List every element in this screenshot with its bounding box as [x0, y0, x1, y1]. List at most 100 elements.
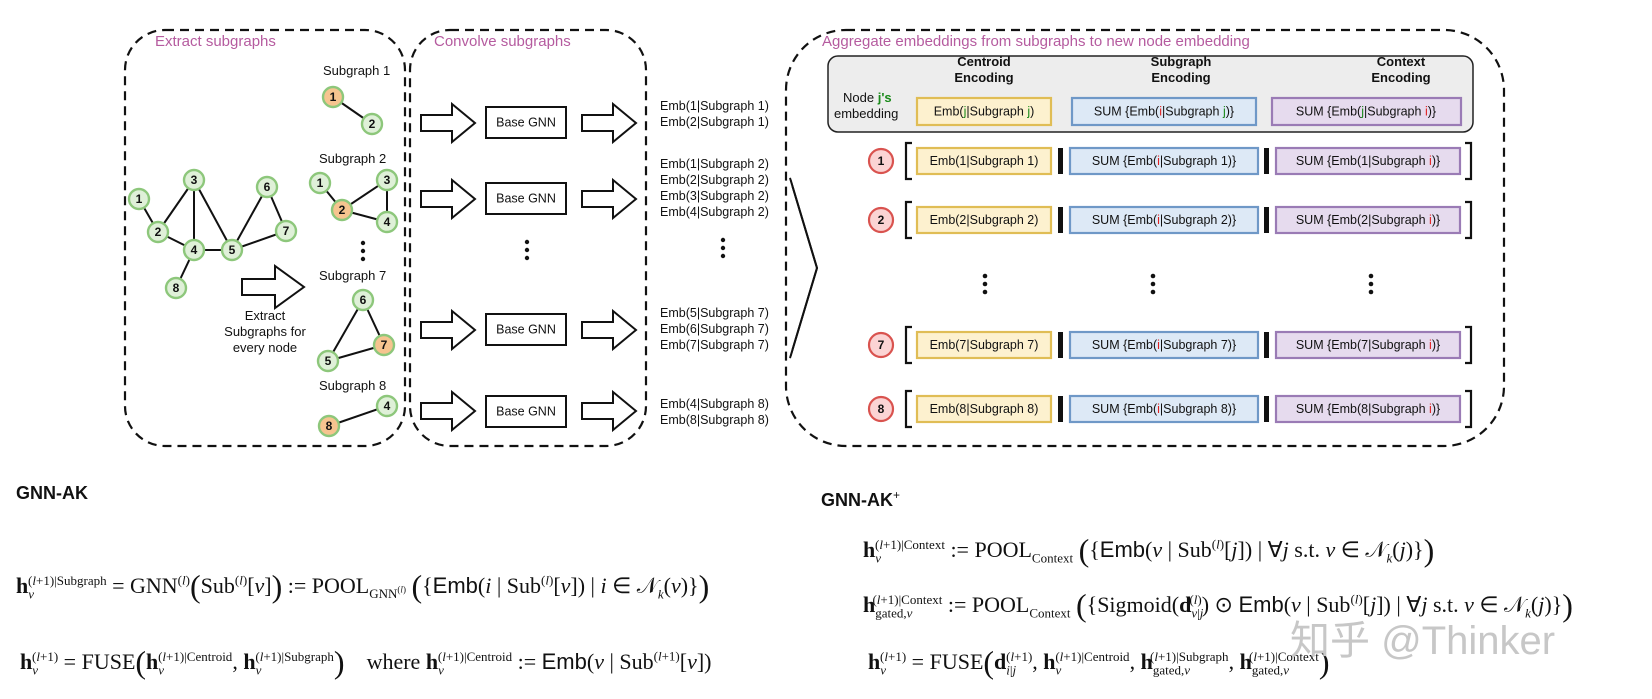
svg-text:2: 2 [339, 203, 346, 217]
subgraph-legend-box [1070, 96, 1258, 127]
extract-title: Extract subgraphs [155, 33, 276, 50]
gnn-row-1: Base GNN [420, 101, 638, 145]
context-legend-box [1270, 96, 1463, 127]
subgraph-8: Subgraph 8 4 8 [317, 378, 399, 438]
node-label: 8 [173, 281, 180, 295]
context-text: SUM {Emb(1|Subgraph i)} [1296, 154, 1440, 168]
equation-fuse: hv(l+1) = FUSE(hv(l+1)|Centroid, hv(l+1)… [20, 644, 712, 680]
separator-bar [1264, 148, 1269, 174]
subgraph-box [1068, 205, 1260, 235]
node-label: 2 [155, 225, 162, 239]
base-gnn-label: Base GNN [496, 323, 556, 337]
subgraph-box [1068, 146, 1260, 176]
separator-bar [1058, 332, 1063, 358]
context-text: SUM {Emb(2|Subgraph i)} [1296, 213, 1440, 227]
graph-node [274, 219, 298, 243]
graph-node [164, 276, 188, 300]
architecture-diagram: Extract subgraphs Convolve subgraphs Agg… [123, 28, 1506, 448]
node-label: 4 [191, 243, 198, 257]
arrow-icon [420, 308, 477, 352]
separator-bar [1058, 207, 1063, 233]
svg-text:Context: Context [1377, 54, 1426, 69]
centroid-box [915, 205, 1053, 235]
arrow-icon [420, 389, 477, 433]
vertical-dots-icon [982, 273, 1374, 295]
subgraph-2: Subgraph 2 1 3 2 4 [308, 151, 399, 234]
vertical-dots-icon [524, 239, 530, 261]
base-gnn-box [485, 395, 567, 428]
extract-caption: Subgraphs for [224, 324, 306, 339]
centroid-text: Emb(7|Subgraph 7) [930, 338, 1039, 352]
full-graph: 1 2 3 4 5 6 7 8 [127, 168, 298, 300]
left-bracket [904, 325, 912, 365]
subgraph-7: Subgraph 7 6 5 7 [316, 268, 396, 373]
subgraph-title: Subgraph 7 [319, 268, 386, 283]
convolve-panel [408, 28, 648, 448]
separator-bar [1058, 396, 1063, 422]
subgraph-text: SUM {Emb(i|Subgraph 7)} [1092, 338, 1236, 352]
subgraph-text: SUM {Emb(i|Subgraph 8)} [1092, 402, 1236, 416]
subgraph-text: SUM {Emb(i|Subgraph 2)} [1092, 213, 1236, 227]
base-gnn-box [485, 313, 567, 346]
svg-text:Subgraph: Subgraph [1151, 54, 1212, 69]
svg-text:3: 3 [384, 173, 391, 187]
svg-text:5: 5 [325, 354, 332, 368]
subgraph-box [1068, 330, 1260, 360]
centroid-text: Emb(2|Subgraph 2) [930, 213, 1039, 227]
svg-text:Emb(2|Subgraph 2): Emb(2|Subgraph 2) [660, 173, 769, 187]
arrow-icon [581, 101, 638, 145]
row-node-badge [867, 331, 895, 359]
graph-node [182, 238, 206, 262]
encoding-legend: Centroid Encoding Subgraph Encoding Cont… [827, 54, 1474, 133]
centroid-box [915, 394, 1053, 424]
gnn-row-8: Base GNN [420, 389, 638, 433]
context-box [1274, 394, 1462, 424]
svg-text:Encoding: Encoding [1151, 70, 1210, 85]
base-gnn-box [485, 106, 567, 139]
separator-bar [1058, 148, 1063, 174]
node-label: 7 [283, 224, 290, 238]
embedding-list-2: Emb(1|Subgraph 2) Emb(2|Subgraph 2) Emb(… [660, 157, 769, 219]
centroid-text: Emb(8|Subgraph 8) [930, 402, 1039, 416]
svg-text:4: 4 [384, 399, 391, 413]
aggregate-arrow-icon [789, 177, 819, 359]
gnn-ak-title: GNN-AK [16, 483, 88, 503]
graph-node [220, 238, 244, 262]
watermark: 知乎 @Thinker [1290, 619, 1556, 663]
arrow-icon [581, 389, 638, 433]
svg-text:2: 2 [369, 117, 376, 131]
arrow-icon [581, 177, 638, 221]
row-node-badge [867, 395, 895, 423]
graph-node [146, 220, 170, 244]
svg-text:Emb(1|Subgraph 2): Emb(1|Subgraph 2) [660, 157, 769, 171]
embedding-list-1: Emb(1|Subgraph 1) Emb(2|Subgraph 1) [660, 99, 769, 129]
svg-text:Emb(7|Subgraph 7): Emb(7|Subgraph 7) [660, 338, 769, 352]
separator-bar [1264, 332, 1269, 358]
left-bracket [904, 200, 912, 240]
svg-text:7: 7 [381, 338, 388, 352]
right-bracket [1465, 200, 1473, 240]
svg-text:Emb(4|Subgraph 2): Emb(4|Subgraph 2) [660, 205, 769, 219]
aggregate-panel [784, 28, 1506, 448]
subgraph-title: Subgraph 1 [323, 63, 390, 78]
extract-caption: every node [233, 340, 297, 355]
aggregate-title: Aggregate embeddings from subgraphs to n… [822, 33, 1250, 50]
node-label: 5 [229, 243, 236, 257]
arrow-icon [420, 177, 477, 221]
svg-text:1: 1 [317, 176, 324, 190]
graph-node [255, 175, 279, 199]
svg-text:SUM {Emb(j|Subgraph i)}: SUM {Emb(j|Subgraph i)} [1296, 105, 1436, 119]
svg-text:8: 8 [326, 419, 333, 433]
svg-text:Emb(1|Subgraph 1): Emb(1|Subgraph 1) [660, 99, 769, 113]
svg-text:Emb(8|Subgraph 8): Emb(8|Subgraph 8) [660, 413, 769, 427]
context-box [1274, 205, 1462, 235]
svg-text:Centroid: Centroid [957, 54, 1011, 69]
base-gnn-label: Base GNN [496, 405, 556, 419]
embedding-list-8: Emb(4|Subgraph 8) Emb(8|Subgraph 8) [660, 397, 769, 427]
node-label: 1 [136, 192, 143, 206]
gnn-row-2: Base GNN [420, 177, 638, 221]
svg-text:Emb(6|Subgraph 7): Emb(6|Subgraph 7) [660, 322, 769, 336]
svg-text:Encoding: Encoding [954, 70, 1013, 85]
row-node-label: 2 [878, 213, 885, 227]
